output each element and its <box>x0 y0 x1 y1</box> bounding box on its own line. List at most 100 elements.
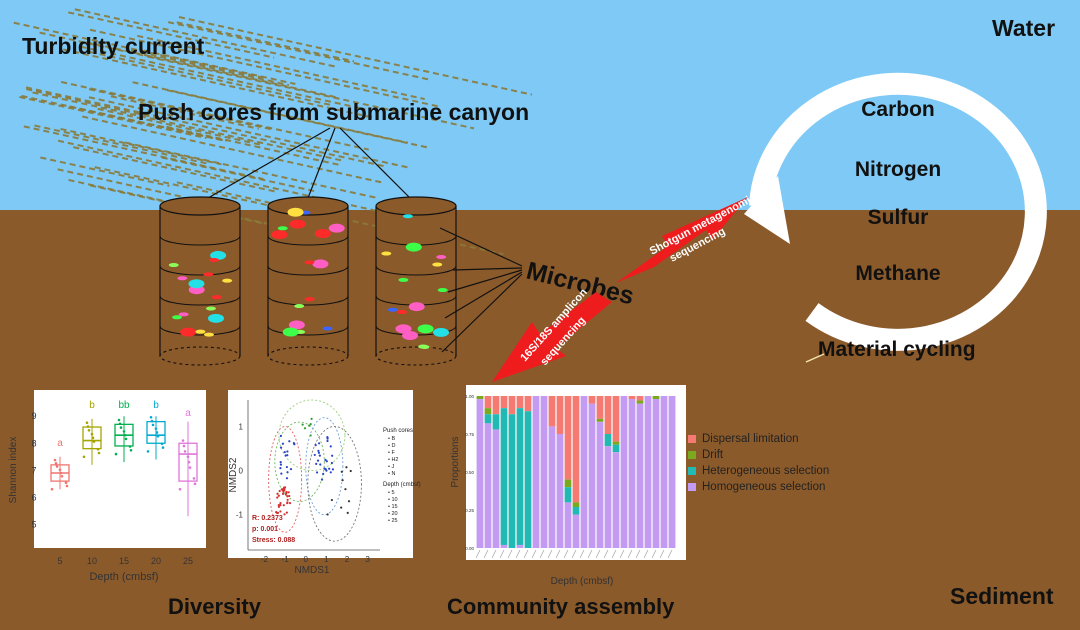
assembly-xtick <box>587 549 593 559</box>
shannon-point <box>178 487 182 491</box>
microbe-blob <box>395 324 412 334</box>
assembly-bar-segment <box>588 403 596 548</box>
assembly-legend-swatch <box>688 467 696 475</box>
nmds-ytick: 1 <box>239 422 244 431</box>
assembly-xtick <box>499 549 505 559</box>
nmds-point <box>281 492 285 495</box>
turbidity-streak <box>57 168 184 198</box>
nmds-point <box>288 502 292 505</box>
assembly-bar-segment <box>484 396 492 409</box>
shannon-point <box>128 445 132 448</box>
assembly-bar-segment <box>476 396 484 400</box>
nmds-point <box>314 444 317 447</box>
microbe-blob <box>402 214 413 219</box>
microbe-blob <box>314 229 331 239</box>
assembly-bar-segment <box>476 399 484 548</box>
assembly-xtick <box>491 549 497 559</box>
material-cycling-label: Material cycling <box>818 338 976 361</box>
microbe-blob <box>168 263 179 268</box>
shannon-xlabel: Depth (cmbsf) <box>89 571 158 583</box>
shannon-point <box>146 450 150 453</box>
nmds-point <box>309 422 312 426</box>
nmds-point <box>325 469 328 472</box>
cycle-element-methane: Methane <box>855 262 940 285</box>
nmds-point <box>286 498 289 501</box>
assembly-ytick: 0.50 <box>465 470 474 475</box>
nmds-point <box>282 486 286 489</box>
microbe-blob <box>282 327 299 337</box>
turbidity-streak <box>63 48 374 119</box>
turbidity-current-label: Turbidity current <box>22 33 205 59</box>
microbe-blob <box>287 207 304 217</box>
turbidity-streak <box>73 146 278 193</box>
nmds-point <box>288 494 291 498</box>
shannon-point <box>129 448 133 452</box>
nmds-point <box>317 451 321 454</box>
shannon-point <box>156 434 160 438</box>
turbidity-streak <box>88 96 411 169</box>
nmds-point <box>286 471 289 474</box>
shannon-ytick: 9 <box>31 411 36 421</box>
nmds-point <box>276 496 279 499</box>
microbe-blob <box>432 327 449 337</box>
assembly-bar-segment <box>564 396 572 480</box>
nmds-ytick: -1 <box>236 511 244 520</box>
nmds-point <box>315 462 318 466</box>
assembly-bar-segment <box>604 434 612 447</box>
turbidity-streak <box>147 55 475 130</box>
assembly-bar-segment <box>524 411 532 548</box>
assembly-bar-segment <box>612 396 620 442</box>
nmds-legend-title-cores: Push cores <box>383 428 413 434</box>
nmds-point <box>286 501 289 504</box>
nmds-point <box>279 467 282 470</box>
shannon-panel <box>34 390 206 548</box>
shannon-point <box>150 419 154 423</box>
microbe-blob <box>205 306 216 311</box>
assembly-ytick: 0.00 <box>465 546 474 551</box>
assembly-xtick <box>523 549 529 559</box>
assembly-legend-label: Drift <box>702 449 724 461</box>
microbe-blob <box>436 254 447 259</box>
shannon-point <box>86 425 90 428</box>
turbidity-streak <box>26 88 158 119</box>
nmds-point <box>279 446 283 449</box>
nmds-point <box>344 488 347 491</box>
shannon-point <box>97 451 101 455</box>
turbidity-streak <box>130 49 290 87</box>
nmds-point <box>279 463 283 466</box>
assembly-bar-segment <box>652 399 660 548</box>
assembly-bar-segment <box>628 399 636 548</box>
shannon-ylabel: Shannon index <box>8 437 19 504</box>
core-bottom <box>159 346 241 366</box>
shannon-point <box>149 416 153 419</box>
nmds-point <box>331 454 334 457</box>
nmds-point <box>330 498 333 502</box>
microbe-blob <box>312 259 329 269</box>
shannon-point <box>59 471 63 475</box>
nmds-point <box>278 489 281 493</box>
assembly-bar-segment <box>604 396 612 434</box>
nmds-point <box>279 502 282 505</box>
shannon-point <box>50 487 54 491</box>
core-slice-line <box>159 265 241 276</box>
shannon-point <box>87 428 91 432</box>
shannon-point <box>118 422 122 426</box>
nmds-xtick: 0 <box>304 555 309 564</box>
assembly-xlabel: Depth (cmbsf) <box>551 576 614 587</box>
turbidity-streak <box>167 21 430 81</box>
nmds-legend-title-depth: Depth (cmbsf) <box>383 482 421 488</box>
assembly-bar-segment <box>484 423 492 548</box>
assembly-legend-swatch <box>688 435 696 443</box>
shannon-xtick: 10 <box>87 556 97 566</box>
shannon-point <box>193 482 197 486</box>
nmds-stat: p: 0.001 <box>252 526 278 533</box>
microbe-blob <box>195 329 206 334</box>
nmds-point <box>303 427 307 430</box>
assembly-bar-segment <box>596 421 604 548</box>
assembly-bar-segment <box>596 396 604 419</box>
turbidity-streak <box>60 80 369 151</box>
shannon-point <box>160 442 164 446</box>
